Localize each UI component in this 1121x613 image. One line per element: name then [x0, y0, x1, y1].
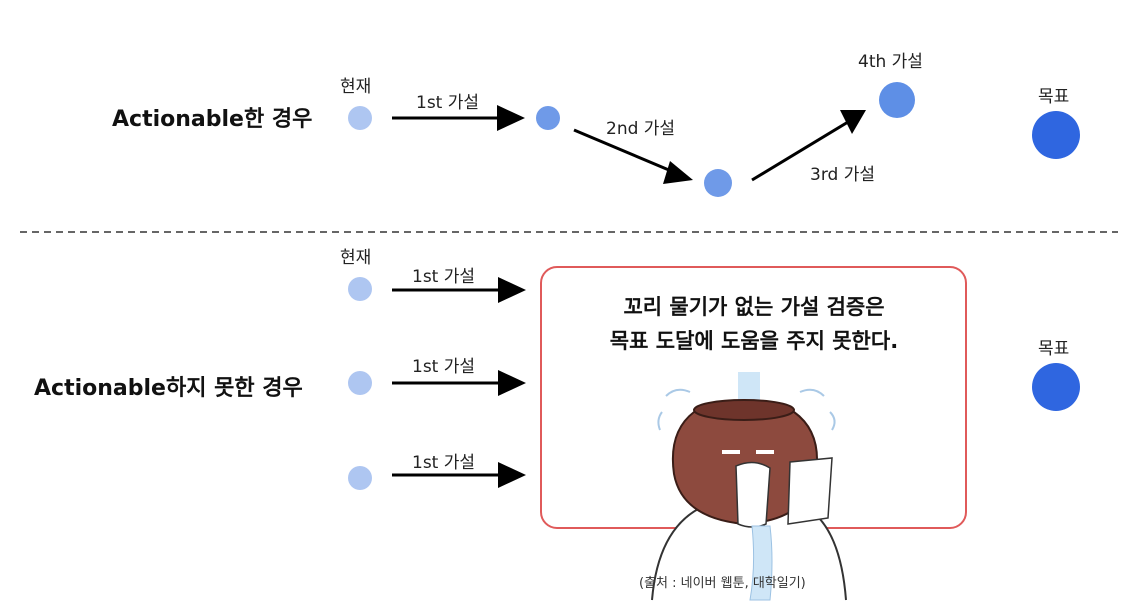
- top-arrow-2: [573, 128, 677, 175]
- bottom-row-label: Actionable하지 못한 경우: [34, 376, 303, 401]
- bottom-goal-node: [1032, 363, 1080, 411]
- bottom-node-1: [348, 277, 372, 301]
- top-hypothesis-label-3: 3rd 가설: [810, 165, 875, 185]
- callout-line-1: 꼬리 물기가 없는 가설 검증은: [623, 295, 885, 319]
- top-arrow-3: [751, 120, 849, 182]
- bottom-goal-label: 목표: [1038, 339, 1070, 359]
- callout-line-2: 목표 도달에 도움을 주지 못한다.: [609, 329, 899, 353]
- bottom-node-2: [348, 371, 372, 395]
- bottom-hypothesis-label-1: 1st 가설: [412, 267, 476, 287]
- top-hypothesis-label-1: 1st 가설: [416, 93, 480, 113]
- bottom-node-3: [348, 466, 372, 490]
- top-arrows: [392, 105, 866, 184]
- crying-pot-character-icon: [651, 372, 847, 601]
- top-hypothesis-label-4: 4th 가설: [858, 52, 923, 72]
- image-source-caption: (출처 : 네이버 웹툰, 대학일기): [639, 576, 806, 591]
- top-hypothesis-node-2: [704, 169, 732, 197]
- bottom-hypothesis-label-2: 1st 가설: [412, 357, 476, 377]
- top-current-label: 현재: [340, 77, 372, 97]
- bottom-current-label: 현재: [340, 248, 372, 268]
- top-row-label: Actionable한 경우: [112, 107, 313, 132]
- top-goal-label: 목표: [1038, 87, 1070, 107]
- top-hypothesis-node-1: [536, 106, 560, 130]
- top-hypothesis-label-2: 2nd 가설: [606, 119, 676, 139]
- top-hypothesis-node-4: [879, 82, 915, 118]
- top-goal-node: [1032, 111, 1080, 159]
- bottom-arrows: [392, 277, 526, 488]
- bottom-hypothesis-label-3: 1st 가설: [412, 453, 476, 473]
- top-current-node: [348, 106, 372, 130]
